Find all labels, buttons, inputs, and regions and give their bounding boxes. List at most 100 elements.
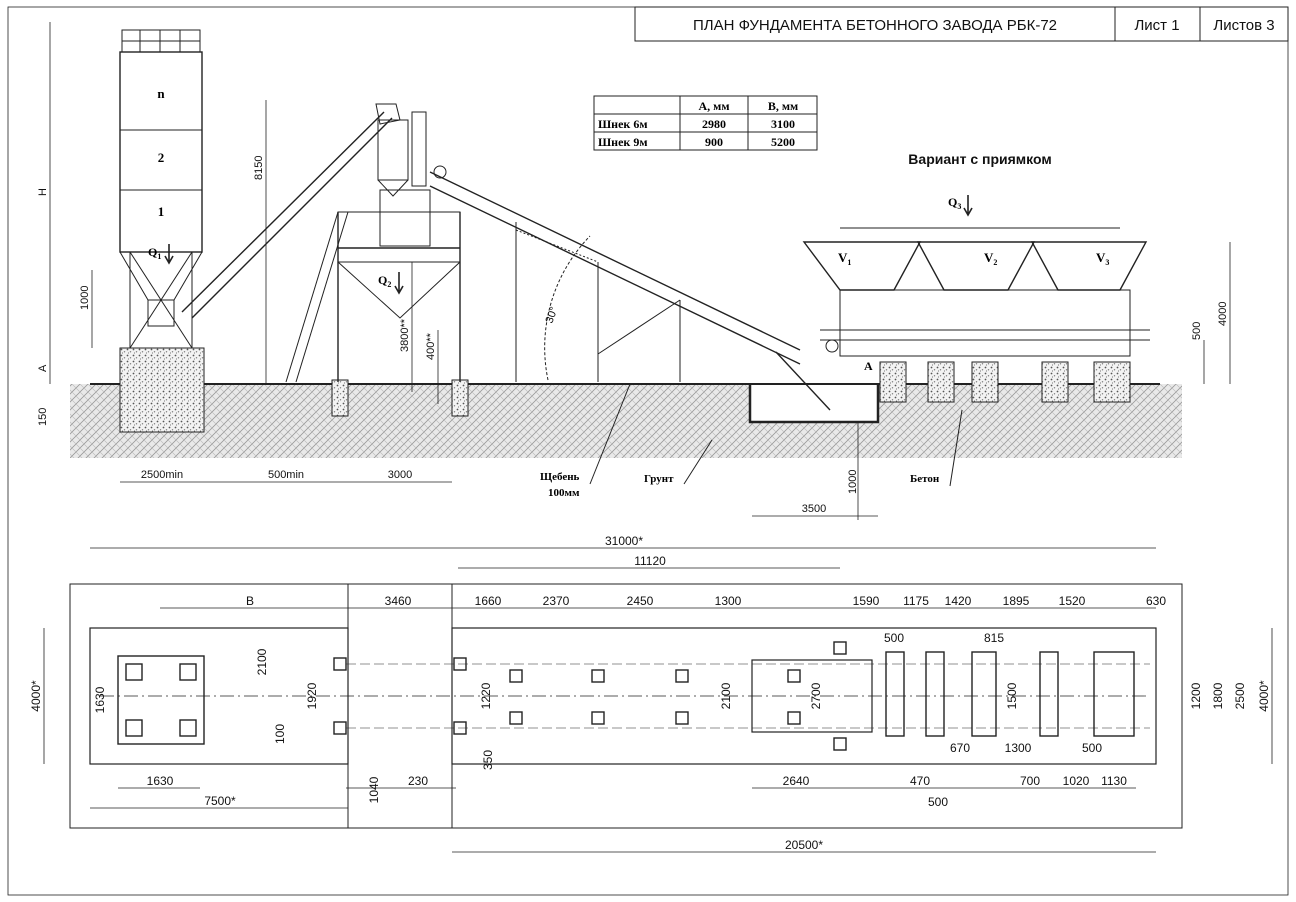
dim-1300: 1300 [715,594,742,608]
dim-470: 470 [910,774,930,788]
bin-v1: V1 [838,250,851,267]
table-header-a: A, мм [698,99,729,113]
load-q2: Q2 [378,273,391,289]
sheet-border [7,6,1289,896]
dim-400: 400** [425,332,437,360]
dim-3460: 3460 [385,594,412,608]
dim-100: 100 [273,724,287,744]
pier-foundation [927,361,955,403]
dim-350: 350 [481,750,495,770]
dim-20500: 20500* [785,838,823,852]
dim-h: H [37,188,49,196]
drawing-title: ПЛАН ФУНДАМЕНТА БЕТОННОГО ЗАВОДА РБК-72 [693,17,1057,34]
dim-4000: 4000 [1217,302,1229,326]
dim-2100-b: 2100 [719,682,733,709]
load-q1: Q1 [148,245,161,261]
pier-foundation [451,379,469,417]
silo-foundation [119,347,205,433]
dim-2700: 2700 [809,682,823,709]
conveyor-angle: 30° [544,305,561,325]
dim-1630-vertical: 1630 [93,686,107,713]
dim-11120: 11120 [634,554,666,568]
dim-a: A [37,364,49,372]
table-cell-b: 3100 [771,117,795,131]
point-a: A [864,359,873,373]
dim-1920: 1920 [305,682,319,709]
dim-500-b: 500 [1082,741,1102,755]
load-q3: Q3 [948,195,961,211]
dim-500: 500 [1191,322,1203,340]
dim-1630-horizontal: 1630 [147,774,174,788]
dim-gap: 500min [268,469,304,481]
dim-1590: 1590 [853,594,880,608]
dim-1040: 1040 [367,776,381,803]
sheet-count: Листов 3 [1213,17,1274,34]
dim-1520: 1520 [1059,594,1086,608]
sheet-number: Лист 1 [1134,17,1179,34]
dim-1175: 1175 [903,594,929,608]
dim-1660: 1660 [475,594,502,608]
mixing-unit: Q2 [285,111,461,383]
dim-500-c: 500 [928,795,948,809]
dim-1130: 1130 [1101,774,1127,788]
dim-7500: 7500* [204,794,236,808]
soil-label: Грунт [644,473,674,485]
silo-section-n: n [157,86,165,101]
pier-foundation [971,361,999,403]
dim-230: 230 [408,774,428,788]
table-header-b: B, мм [768,99,798,113]
dim-2370: 2370 [543,594,570,608]
dim-total: 31000* [605,534,643,548]
table-cell-b: 5200 [771,135,795,149]
load-arrow-icon [164,244,174,265]
dim-silo-base: 2500min [141,469,183,481]
dim-3800: 3800** [399,318,411,352]
concrete-label: Бетон [910,473,940,485]
dim-700: 700 [1020,774,1040,788]
bin-v3: V3 [1096,250,1109,267]
auger-table: A, мм B, мм Шнек 6м 2980 3100 Шнек 9м 90… [593,95,818,151]
gravel-size-label: 100мм [548,487,580,499]
dim-1300-b: 1300 [1005,741,1032,755]
dim-b: B [246,594,254,608]
screw-conveyor [181,103,401,319]
dim-2640: 2640 [783,774,810,788]
belt-conveyor: 30° [429,165,831,411]
pier-foundation [1041,361,1069,403]
dim-8150: 8150 [253,156,265,180]
dim-pit-width: 3500 [802,503,826,515]
pier-foundation [331,379,349,417]
dim-815: 815 [984,631,1004,645]
dim-1895: 1895 [1003,594,1030,608]
pit-cutout [750,384,878,422]
dim-1800: 1800 [1211,682,1225,709]
dim-2500: 2500 [1233,682,1247,709]
dim-pit-depth: 1000 [847,470,859,494]
title-block: ПЛАН ФУНДАМЕНТА БЕТОННОГО ЗАВОДА РБК-72 … [634,6,1289,42]
dim-150: 150 [37,408,49,426]
table-cell-a: 2980 [702,117,726,131]
silo-section-2: 2 [158,150,165,165]
dim-1420: 1420 [945,594,972,608]
dim-mixer-base: 3000 [388,469,412,481]
dim-1220: 1220 [479,682,493,709]
load-arrow-icon [963,195,973,217]
cement-silo: n 2 1 Q1 [119,29,203,349]
table-cell-a: 900 [705,135,723,149]
dim-2450: 2450 [627,594,654,608]
dim-4000-left: 4000* [29,680,43,712]
dim-1020: 1020 [1063,774,1090,788]
dim-4000-right: 4000* [1257,680,1271,712]
pier-foundation [1093,361,1131,403]
dim-1500: 1500 [1005,682,1019,709]
gravel-label: Щебень [540,471,580,483]
bin-v2: V2 [984,250,997,267]
dim-1200: 1200 [1189,682,1203,709]
elevation-view: n 2 1 Q1 Q2 [37,22,1231,520]
silo-section-1: 1 [158,204,165,219]
dim-670: 670 [950,741,970,755]
dim-500: 500 [884,631,904,645]
aggregate-bins: V1 V2 V3 Q3 A [802,195,1150,373]
dim-2100: 2100 [255,648,269,675]
